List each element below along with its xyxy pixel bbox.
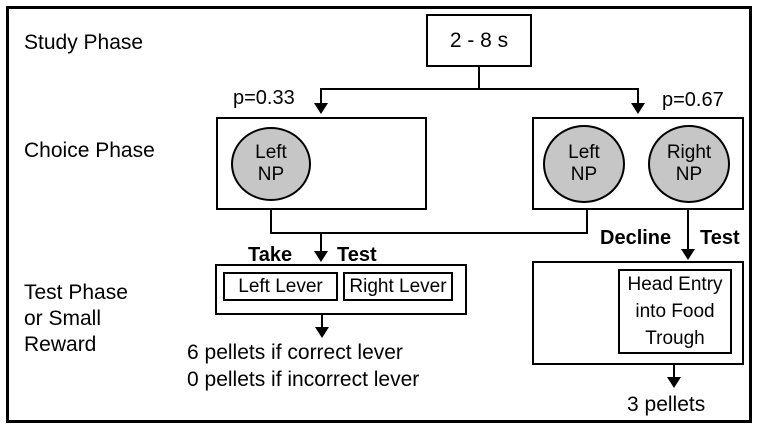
choice-phase-label: Choice Phase — [24, 139, 155, 162]
decline-outcome-text: 3 pellets — [627, 393, 706, 416]
connector-study-stem — [478, 66, 480, 90]
connector-merge-horizontal — [270, 232, 588, 234]
arrow-down-icon — [667, 377, 681, 388]
lever-outcome-text: 6 pellets if correct lever 0 pellets if … — [187, 341, 420, 391]
head-entry-box: Head Entry into Food Trough — [618, 269, 732, 354]
connector-decline-outcome-stem — [673, 365, 675, 379]
diagram-border — [6, 6, 752, 423]
arrow-down-icon — [314, 103, 328, 114]
right-lever-label: Right Lever — [349, 275, 447, 297]
probability-right-label: p=0.67 — [662, 89, 724, 111]
take-action-label: Take — [248, 244, 293, 266]
test-action-label-right: Test — [700, 227, 740, 249]
left-lever-box: Left Lever — [223, 272, 338, 301]
right-np-circle: Right NP — [648, 125, 730, 203]
probability-left-label: p=0.33 — [233, 87, 295, 109]
right-lever-box: Right Lever — [343, 272, 453, 301]
arrow-down-icon — [315, 327, 329, 338]
arrow-down-icon — [314, 251, 328, 262]
test-phase-label: Test Phase or Small Reward — [24, 281, 128, 356]
connector-decline-arrow-stem — [687, 209, 689, 249]
left-lever-label: Left Lever — [238, 275, 323, 297]
decline-action-label: Decline — [600, 227, 672, 249]
study-duration-text: 2 - 8 s — [449, 28, 509, 52]
study-duration-box: 2 - 8 s — [426, 14, 532, 67]
left-np-circle: Left NP — [231, 127, 311, 201]
study-phase-label: Study Phase — [24, 31, 144, 54]
connector-free-left-drop — [586, 209, 588, 234]
arrow-down-icon — [631, 103, 645, 114]
connector-forced-drop — [270, 210, 272, 234]
connector-branch-right — [637, 88, 639, 106]
connector-lever-outcome-stem — [321, 314, 323, 329]
left-np-circle: Left NP — [543, 125, 625, 203]
connector-branch-left — [320, 88, 322, 106]
head-entry-label: Head Entry into Food Trough — [627, 274, 723, 349]
arrow-down-icon — [681, 249, 695, 260]
connector-branch-horizontal — [320, 88, 639, 90]
connector-test-arrow-stem — [320, 232, 322, 252]
test-action-label-left: Test — [337, 244, 377, 266]
